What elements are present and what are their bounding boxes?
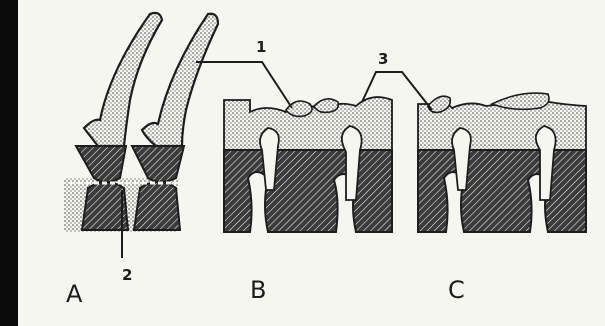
panel-b-surface-lump-2 xyxy=(314,99,338,113)
panel-a-drawing xyxy=(64,13,218,232)
panel-a-upper-cell-right xyxy=(132,146,184,182)
callout-2-label: 2 xyxy=(122,266,132,284)
panel-c-label: C xyxy=(448,276,465,304)
panel-b-cell-layer xyxy=(224,150,392,232)
panel-b-label: B xyxy=(250,276,266,304)
callout-1-label: 1 xyxy=(256,38,266,56)
binding-margin xyxy=(0,0,18,326)
panel-a-lower-cell-right xyxy=(134,182,180,230)
panel-c-plate-2 xyxy=(492,93,549,109)
panel-b-drawing xyxy=(224,97,392,232)
panel-a-label: A xyxy=(66,280,83,308)
panel-c-drawing xyxy=(418,93,586,232)
callout-3-label: 3 xyxy=(378,50,388,68)
panel-a-upper-cell-left xyxy=(76,146,126,182)
panel-c-cell-layer xyxy=(418,150,586,232)
